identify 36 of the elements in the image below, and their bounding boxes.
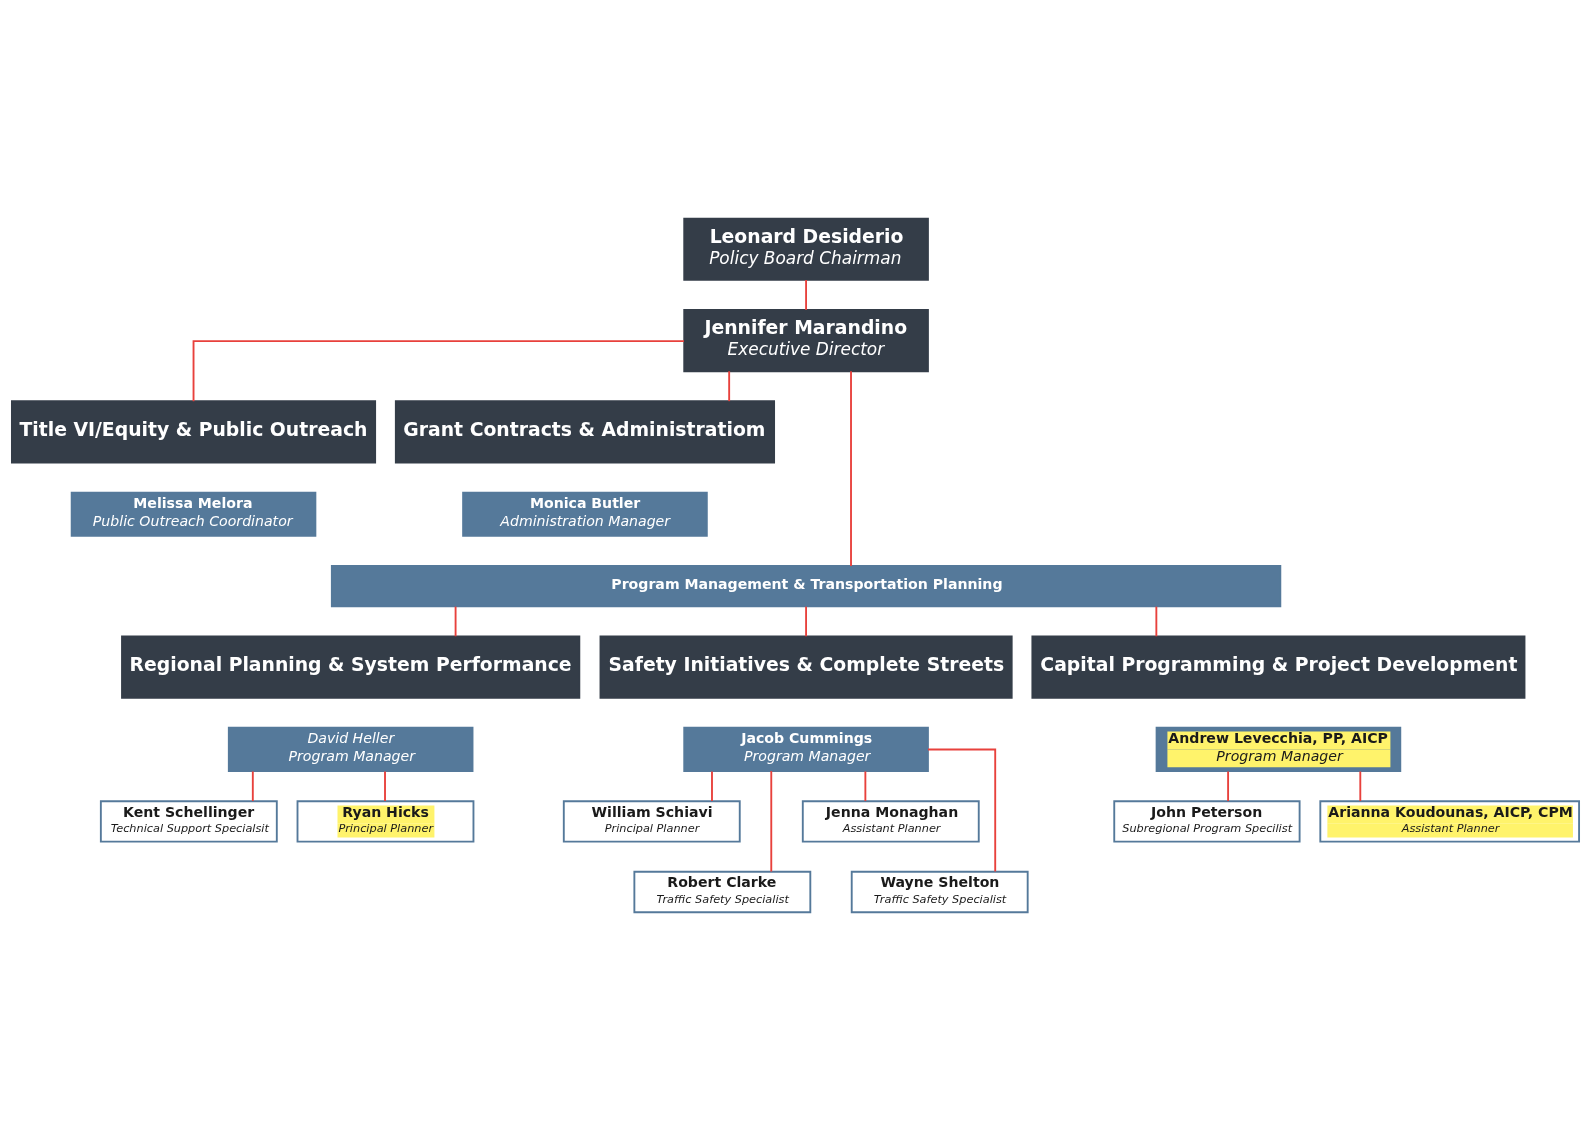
connector: [770, 769, 773, 872]
node-box: Leonard Desiderio Policy Board Chairman: [683, 217, 929, 281]
node-box: Jennifer Marandino Executive Director: [683, 308, 929, 372]
connector: [1359, 770, 1362, 802]
connector: [192, 339, 685, 402]
node-box: Program Management & Transportation Planning: [330, 564, 1282, 607]
node-box: Monica Butler Administration Manager: [462, 491, 708, 537]
connector: [728, 369, 731, 402]
node-box: Arianna Koudounas, AICP, CPM Assistant Planner: [1319, 799, 1580, 843]
connector: [927, 748, 997, 873]
connector: [1227, 770, 1230, 802]
connector: [251, 770, 254, 802]
node-box: Kent Schellinger Technical Support Specialsit: [99, 799, 278, 843]
connector: [384, 770, 386, 802]
node-box: Grant Contracts & Administratiom: [394, 399, 776, 463]
node-box: Capital Programming & Project Development: [1031, 635, 1526, 699]
node-box: Andrew Levecchia, PP, AICP Program Manager: [1155, 726, 1402, 772]
connector: [850, 369, 852, 567]
connector: [805, 278, 808, 311]
node-box: John Peterson Subregional Program Specilist: [1113, 799, 1301, 843]
node-box: Jenna Monaghan Assistant Planner: [801, 799, 980, 843]
connector: [711, 770, 713, 802]
node-box: Jacob Cummings Program Manager: [683, 726, 929, 772]
node-box: Melissa Melora Public Outreach Coordinator: [70, 491, 317, 537]
node-box: Robert Clarke Traffic Safety Specialist: [633, 870, 812, 913]
node-box: David Heller Program Manager: [227, 726, 474, 772]
node-box: Safety Initiatives & Complete Streets: [599, 635, 1013, 699]
connector: [454, 605, 457, 637]
connector: [1155, 605, 1158, 637]
node-box: Title VI/Equity & Public Outreach: [11, 399, 377, 463]
connector: [864, 770, 867, 802]
node-box: Ryan Hicks Principal Planner: [296, 799, 475, 843]
node-box: William Schiavi Principal Planner: [562, 799, 741, 843]
connector: [805, 605, 808, 637]
node-box: Regional Planning & System Performance: [121, 635, 581, 699]
node-box: Wayne Shelton Traffic Safety Specialist: [850, 870, 1029, 913]
